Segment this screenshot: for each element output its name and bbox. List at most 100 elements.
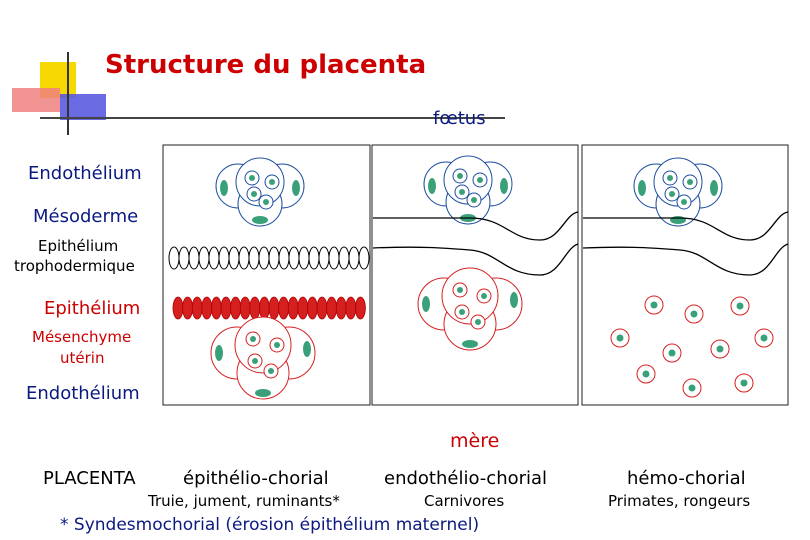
trophoderm-cell bbox=[248, 246, 260, 270]
maternal-blood-cell bbox=[734, 373, 754, 393]
cell-nucleus bbox=[251, 191, 257, 197]
cell-nucleus bbox=[268, 368, 274, 374]
cell-nucleus bbox=[669, 191, 675, 197]
endothelial-nucleus bbox=[303, 341, 311, 357]
uterine-epithelium-cell bbox=[316, 296, 328, 320]
endothelial-nucleus bbox=[710, 180, 718, 196]
trophoderm-cell bbox=[218, 246, 230, 270]
endothelial-nucleus bbox=[220, 180, 228, 196]
example-endothelio-chorial: Carnivores bbox=[424, 492, 505, 510]
endothelial-nucleus bbox=[510, 292, 518, 308]
cell-nucleus bbox=[740, 379, 748, 387]
uterine-epithelium-cell bbox=[258, 296, 270, 320]
maternal-blood-cells bbox=[610, 295, 774, 398]
cell-nucleus bbox=[457, 287, 463, 293]
trophoderm-cell bbox=[268, 246, 280, 270]
maternal-blood-cell bbox=[710, 339, 730, 359]
uterine-epithelium-cell bbox=[172, 296, 184, 320]
endothelial-nucleus bbox=[638, 180, 646, 196]
epithelium-label: Epithélium bbox=[44, 298, 141, 319]
uterine-epithelium-cell bbox=[354, 296, 366, 320]
cell-nucleus bbox=[475, 319, 481, 325]
trophoderm-cell bbox=[178, 246, 190, 270]
cell-nucleus bbox=[459, 309, 465, 315]
mesenchyme-label-1: Mésenchyme bbox=[32, 328, 132, 346]
cell-nucleus bbox=[688, 384, 696, 392]
cell-nucleus bbox=[263, 199, 269, 205]
uterine-epithelium-cell bbox=[287, 296, 299, 320]
maternal-blood-cell bbox=[662, 343, 682, 363]
trophoderm-epithelium-cells bbox=[168, 246, 370, 270]
trophoderm-cell bbox=[328, 246, 340, 270]
cell-nucleus bbox=[681, 199, 687, 205]
endothelial-nucleus bbox=[252, 216, 268, 224]
cell-nucleus bbox=[457, 173, 463, 179]
cell-nucleus bbox=[481, 293, 487, 299]
trophoderm-cell bbox=[258, 246, 270, 270]
trophoderm-cell bbox=[278, 246, 290, 270]
endothelial-nucleus bbox=[292, 180, 300, 196]
cell-nucleus bbox=[459, 189, 465, 195]
maternal-capillary bbox=[417, 267, 523, 351]
trophoderm-cell bbox=[358, 246, 370, 270]
uterine-epithelium-cell bbox=[201, 296, 213, 320]
cell-nucleus bbox=[668, 349, 676, 357]
cell-nucleus bbox=[690, 310, 698, 318]
example-epithelio-chorial: Truie, jument, ruminants* bbox=[148, 492, 340, 510]
cell-nucleus bbox=[274, 342, 280, 348]
fetal-capillary bbox=[633, 157, 723, 227]
trophoderm-cell bbox=[348, 246, 360, 270]
trophoderm-cell bbox=[308, 246, 320, 270]
epithelium-trophodermique-label-1: Epithélium bbox=[38, 237, 119, 255]
epithelium-trophodermique-label-2: trophodermique bbox=[14, 257, 135, 275]
page-title: Structure du placenta bbox=[105, 50, 427, 80]
trophoderm-cell bbox=[168, 246, 180, 270]
endothelial-nucleus bbox=[255, 389, 271, 397]
cell-nucleus bbox=[760, 334, 768, 342]
foetus-label: fœtus bbox=[433, 108, 486, 129]
trophoderm-cell bbox=[318, 246, 330, 270]
endothelium-bottom-label: Endothélium bbox=[26, 383, 140, 404]
maternal-blood-cell bbox=[684, 304, 704, 324]
cell-nucleus bbox=[477, 177, 483, 183]
decorative-squares bbox=[12, 52, 505, 135]
uterine-epithelium-cell bbox=[230, 296, 242, 320]
endothelial-nucleus bbox=[422, 296, 430, 312]
cell-nucleus bbox=[736, 302, 744, 310]
trophoderm-upper-line-3 bbox=[583, 211, 789, 241]
type-endothelio-chorial: endothélio-chorial bbox=[384, 468, 548, 489]
cell-nucleus bbox=[471, 197, 477, 203]
cell-nucleus bbox=[252, 358, 258, 364]
type-epithelio-chorial: épithélio-chorial bbox=[183, 468, 329, 489]
cell-nucleus bbox=[667, 175, 673, 181]
cell-nucleus bbox=[650, 301, 658, 309]
trophoderm-cell bbox=[188, 246, 200, 270]
fetal-capillary bbox=[215, 157, 305, 227]
maternal-blood-cell bbox=[682, 378, 702, 398]
cell-nucleus bbox=[249, 175, 255, 181]
maternal-blood-cell bbox=[636, 364, 656, 384]
panel-epithelio-chorial bbox=[162, 144, 371, 406]
trophoderm-cell bbox=[338, 246, 350, 270]
panel-frames bbox=[162, 144, 789, 406]
maternal-blood-cell bbox=[730, 296, 750, 316]
uterine-epithelium-cell bbox=[326, 296, 338, 320]
uterine-epithelium-cell bbox=[297, 296, 309, 320]
uterine-epithelium-cell bbox=[345, 296, 357, 320]
endothelial-nucleus bbox=[428, 178, 436, 194]
uterine-epithelium-cell bbox=[335, 296, 347, 320]
example-hemo-chorial: Primates, rongeurs bbox=[608, 492, 751, 510]
cell-nucleus bbox=[250, 336, 256, 342]
deco-red-square bbox=[12, 88, 60, 112]
endothelium-top-label: Endothélium bbox=[28, 163, 142, 184]
panel-endothelio-chorial bbox=[371, 144, 579, 406]
uterine-epithelium-cells bbox=[172, 296, 366, 320]
trophoderm-cell bbox=[228, 246, 240, 270]
trophoderm-cell bbox=[288, 246, 300, 270]
cell-nucleus bbox=[687, 179, 693, 185]
trophoderm-upper-line-2 bbox=[373, 211, 579, 241]
uterine-epithelium-cell bbox=[306, 296, 318, 320]
cell-nucleus bbox=[616, 334, 624, 342]
